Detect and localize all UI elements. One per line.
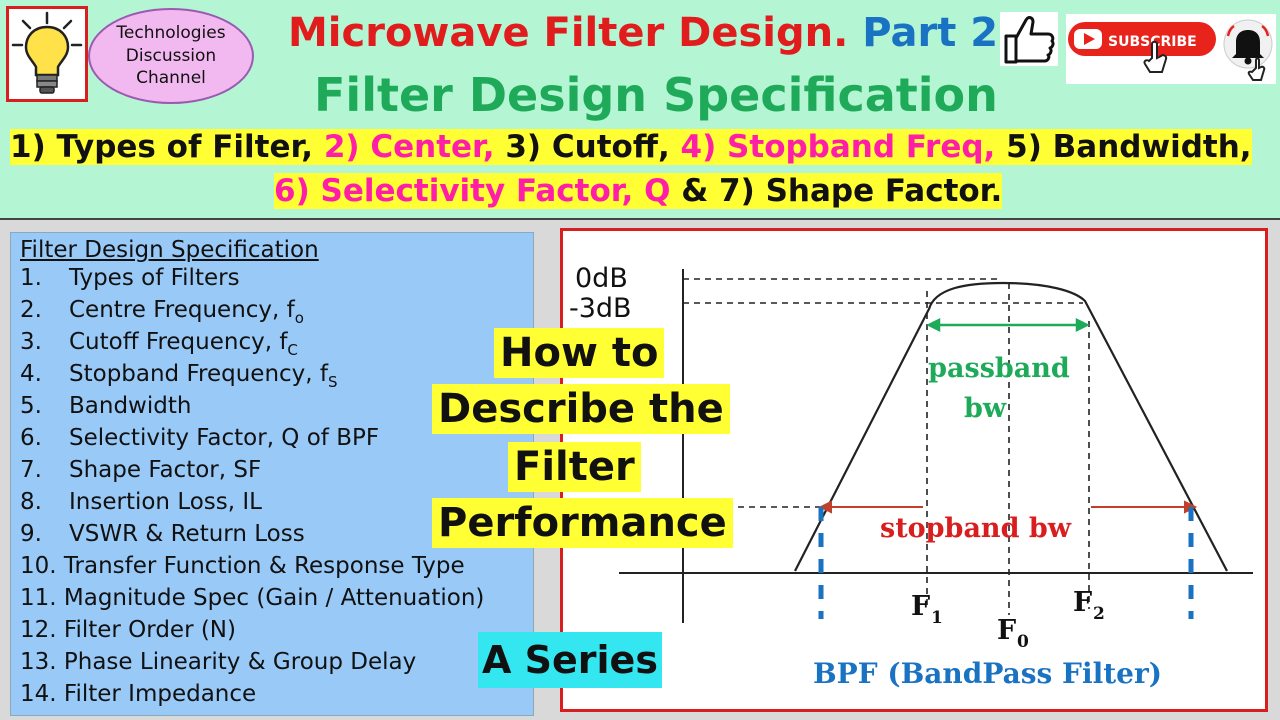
spec-item-text: Selectivity Factor, Q of BPF bbox=[69, 425, 380, 451]
spec-item-number: 4. bbox=[20, 361, 42, 387]
spec-item-number: 13. bbox=[20, 649, 57, 675]
spec-item-number: 7. bbox=[20, 457, 42, 483]
spec-panel: Filter Design Specification 1. Types of F… bbox=[10, 232, 534, 716]
bpf-response-diagram: passband bw stopband bw 0dB -3dB F 1 F 0… bbox=[569, 263, 1253, 690]
spec-item-text: Stopband Frequency, f bbox=[69, 361, 329, 387]
spec-item-number: 1. bbox=[20, 265, 42, 291]
f1-label: F bbox=[911, 591, 930, 622]
spec-item-subscript: C bbox=[287, 341, 298, 359]
stopband-markers bbox=[818, 507, 1194, 619]
spec-heading: Filter Design Specification bbox=[20, 237, 319, 263]
label-3db: -3dB bbox=[569, 293, 632, 324]
topic-2: 2) Center, bbox=[323, 129, 495, 165]
spec-item-text: Bandwidth bbox=[69, 393, 192, 419]
hand-cursor-icon-2 bbox=[1247, 57, 1266, 81]
stopband-arrow bbox=[818, 500, 1198, 514]
spec-item-text: Cutoff Frequency, f bbox=[69, 329, 288, 355]
hand-cursor-icon bbox=[1143, 40, 1168, 73]
overlay-line-4: Performance bbox=[432, 498, 733, 548]
subscribe-graphic: SUBSCRIBE bbox=[1068, 19, 1273, 81]
overlay-line-1: How to bbox=[494, 328, 665, 378]
diagram-caption: BPF (BandPass Filter) bbox=[813, 657, 1162, 690]
spec-item: 14. Filter Impedance bbox=[20, 681, 256, 713]
spec-item-text: Magnitude Spec (Gain / Attenuation) bbox=[63, 585, 485, 611]
thumbs-up-icon bbox=[1004, 16, 1055, 64]
topic-1: 1) Types of Filter, bbox=[10, 129, 314, 165]
topic-3: 3) Cutoff, bbox=[505, 129, 670, 165]
spec-item: 5. Bandwidth bbox=[20, 393, 191, 425]
f2-subscript: 2 bbox=[1093, 604, 1105, 624]
part-label: Part 2 bbox=[862, 10, 999, 56]
bell-icon bbox=[1226, 24, 1270, 65]
spec-item-text: Filter Order (N) bbox=[63, 617, 236, 643]
channel-line-1: Technologies bbox=[116, 22, 226, 43]
passband-label: passband bbox=[928, 353, 1070, 384]
spec-item-subscript: o bbox=[294, 309, 304, 327]
like-button[interactable] bbox=[1000, 12, 1058, 66]
bpf-diagram-panel: passband bw stopband bw 0dB -3dB F 1 F 0… bbox=[560, 228, 1268, 712]
topic-7: & 7) Shape Factor. bbox=[681, 173, 1003, 209]
spec-item-subscript: S bbox=[328, 373, 338, 391]
subscribe-button-shape bbox=[1068, 22, 1216, 56]
overlay-line-2: Describe the bbox=[432, 384, 730, 434]
f0-label: F bbox=[997, 615, 1016, 646]
channel-line-2: Discussion bbox=[125, 45, 217, 66]
spec-item-number: 9. bbox=[20, 521, 42, 547]
bpf-response-curve bbox=[794, 281, 1228, 572]
spec-item: 11. Magnitude Spec (Gain / Attenuation) bbox=[20, 585, 484, 617]
spec-item-number: 6. bbox=[20, 425, 42, 451]
top-banner: Technologies Discussion Channel Microwav… bbox=[0, 0, 1280, 220]
spec-item-number: 11. bbox=[20, 585, 57, 611]
channel-line-3: Channel bbox=[136, 68, 206, 89]
spec-item-number: 3. bbox=[20, 329, 42, 355]
spec-item-number: 14. bbox=[20, 681, 57, 707]
passband-arrow bbox=[926, 317, 1090, 333]
spec-item-text: Shape Factor, SF bbox=[69, 457, 262, 483]
spec-item-number: 12. bbox=[20, 617, 57, 643]
channel-badge: Technologies Discussion Channel bbox=[88, 8, 254, 104]
spec-item-text: Transfer Function & Response Type bbox=[63, 553, 465, 579]
passband-bw-label: bw bbox=[964, 393, 1007, 424]
spec-item: 6. Selectivity Factor, Q of BPF bbox=[20, 425, 379, 457]
spec-item-text: Insertion Loss, IL bbox=[69, 489, 262, 515]
spec-item-number: 5. bbox=[20, 393, 42, 419]
lightbulb-icon bbox=[11, 11, 83, 94]
spec-item: 3. Cutoff Frequency, fC bbox=[20, 329, 298, 361]
spec-item-number: 10. bbox=[20, 553, 57, 579]
spec-item: 10. Transfer Function & Response Type bbox=[20, 553, 465, 585]
spec-item: 7. Shape Factor, SF bbox=[20, 457, 261, 489]
f1-subscript: 1 bbox=[931, 608, 943, 628]
f0-subscript: 0 bbox=[1017, 632, 1029, 652]
play-icon bbox=[1084, 33, 1095, 45]
spec-item-text: Centre Frequency, f bbox=[69, 297, 295, 323]
spec-item-number: 8. bbox=[20, 489, 42, 515]
f2-label: F bbox=[1073, 587, 1092, 618]
overlay-line-3: Filter bbox=[508, 442, 641, 492]
label-0db: 0dB bbox=[575, 263, 628, 294]
spec-item: 1. Types of Filters bbox=[20, 265, 240, 297]
spec-item: 8. Insertion Loss, IL bbox=[20, 489, 262, 521]
spec-item-text: Phase Linearity & Group Delay bbox=[63, 649, 417, 675]
spec-item-text: Filter Impedance bbox=[63, 681, 257, 707]
topic-4: 4) Stopband Freq, bbox=[680, 129, 996, 165]
spec-item: 4. Stopband Frequency, fS bbox=[20, 361, 338, 393]
spec-item-text: VSWR & Return Loss bbox=[69, 521, 305, 547]
series-badge: A Series bbox=[478, 632, 662, 688]
subtitle: Filter Design Specification bbox=[314, 68, 998, 122]
lightbulb-logo bbox=[6, 6, 88, 102]
topic-6: 6) Selectivity Factor, Q bbox=[274, 173, 671, 209]
spec-item: 2. Centre Frequency, fo bbox=[20, 297, 304, 329]
topics-line-2: 6) Selectivity Factor, Q & 7) Shape Fact… bbox=[274, 173, 1003, 209]
spec-item: 13. Phase Linearity & Group Delay bbox=[20, 649, 416, 681]
stopband-label: stopband bw bbox=[880, 513, 1072, 544]
spec-item-text: Types of Filters bbox=[69, 265, 240, 291]
spec-item-number: 2. bbox=[20, 297, 42, 323]
page-title: Microwave Filter Design. Part 2 bbox=[288, 10, 998, 56]
topic-5: 5) Bandwidth, bbox=[1006, 129, 1252, 165]
subscribe-area[interactable]: SUBSCRIBE bbox=[1066, 14, 1276, 84]
spec-item: 9. VSWR & Return Loss bbox=[20, 521, 305, 553]
title-text: Microwave Filter Design. bbox=[288, 10, 849, 56]
spec-item: 12. Filter Order (N) bbox=[20, 617, 236, 649]
topics-line-1: 1) Types of Filter, 2) Center, 3) Cutoff… bbox=[10, 129, 1252, 165]
